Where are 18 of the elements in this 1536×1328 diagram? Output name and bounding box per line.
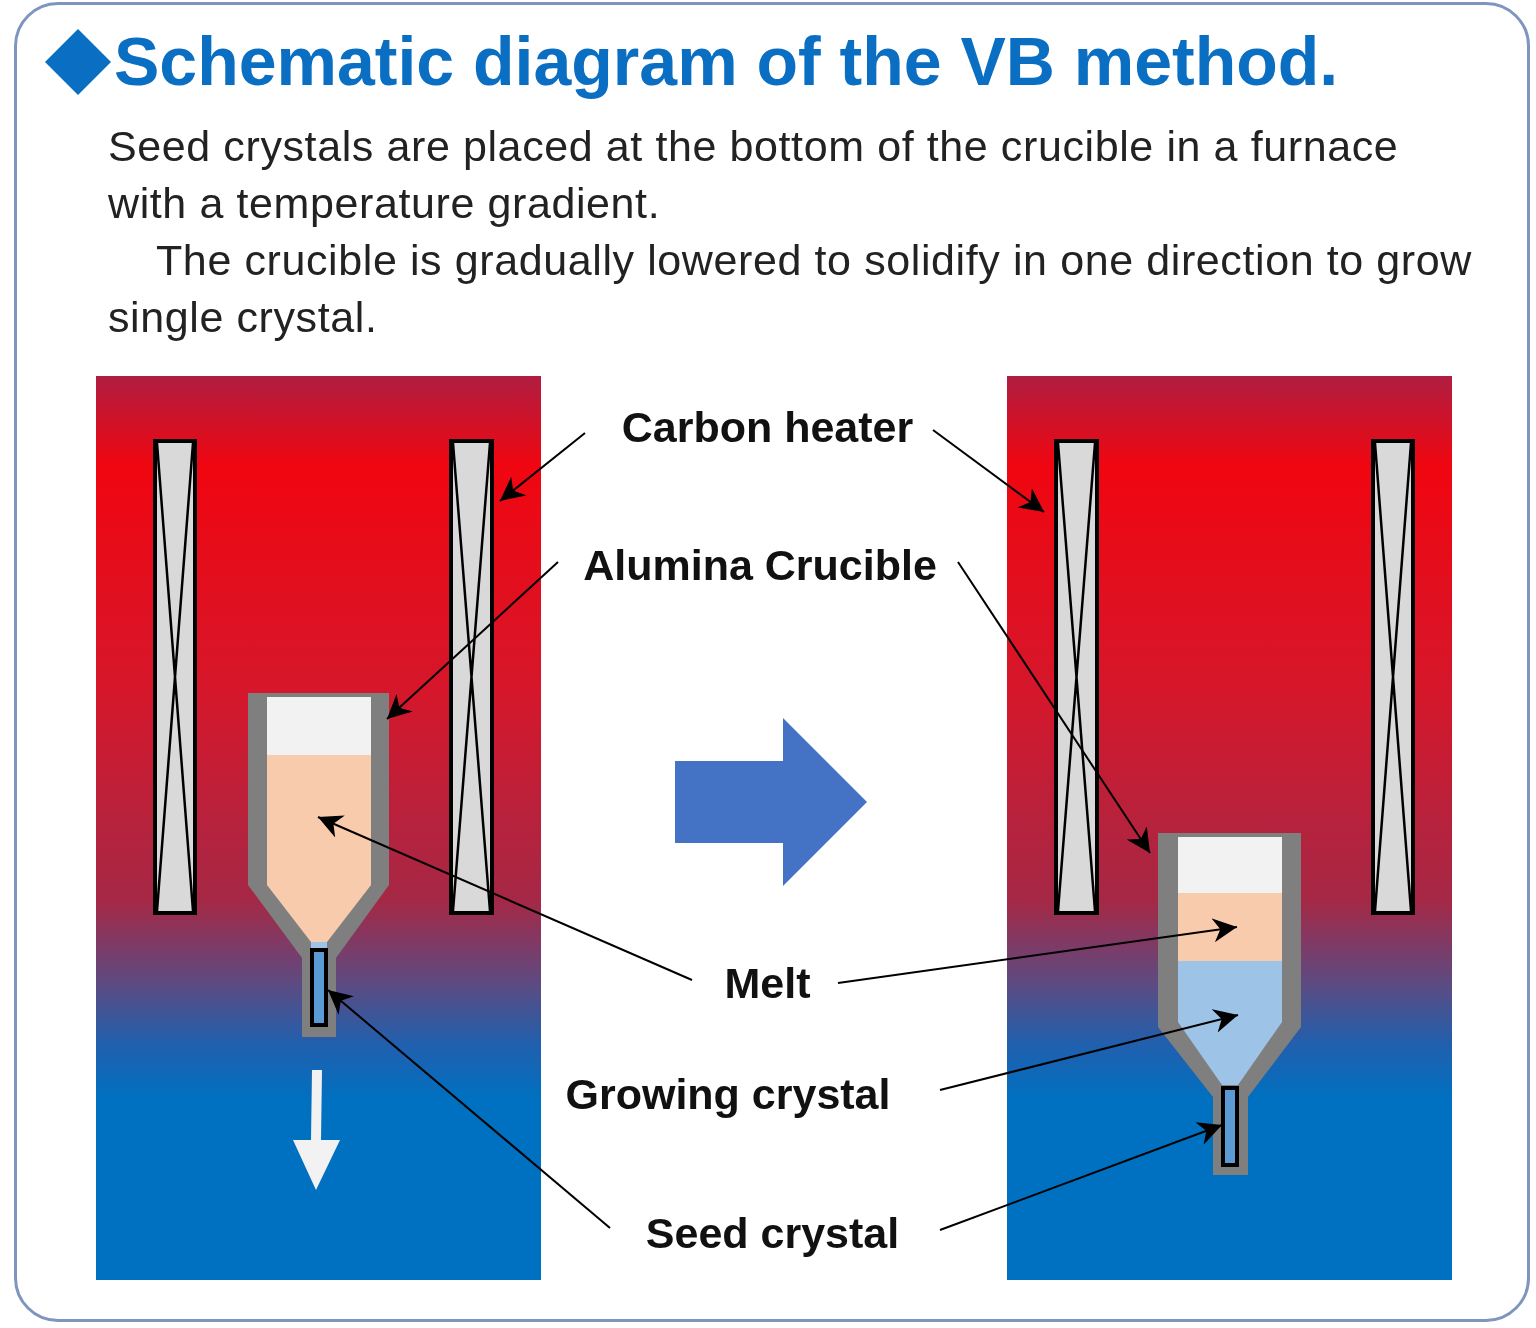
leader-line [939,1122,1223,1231]
part-label: Alumina Crucible [570,538,950,593]
leader-line [317,815,693,981]
leader-line [327,989,611,1229]
leader-line [957,561,1151,854]
description-text: The crucible is gradually lowered to solidify in one direction to grow single crystal. [108,235,1473,343]
page-title: Schematic diagram of the VB method. [114,22,1339,100]
part-label: Seed crystal [635,1206,910,1261]
leader-line [837,918,1238,984]
block-arrow [675,718,867,886]
leader-line [386,561,559,720]
part-label: Melt [715,956,820,1011]
leader-line [499,432,586,502]
leader-line [939,1009,1239,1091]
leader-line [932,429,1045,513]
part-label: Growing crystal [553,1067,903,1122]
part-label: Carbon heater [615,400,920,455]
description-text: Seed crystals are placed at the bottom of the crucible in a furnace with a temperature gradient. [108,121,1400,229]
